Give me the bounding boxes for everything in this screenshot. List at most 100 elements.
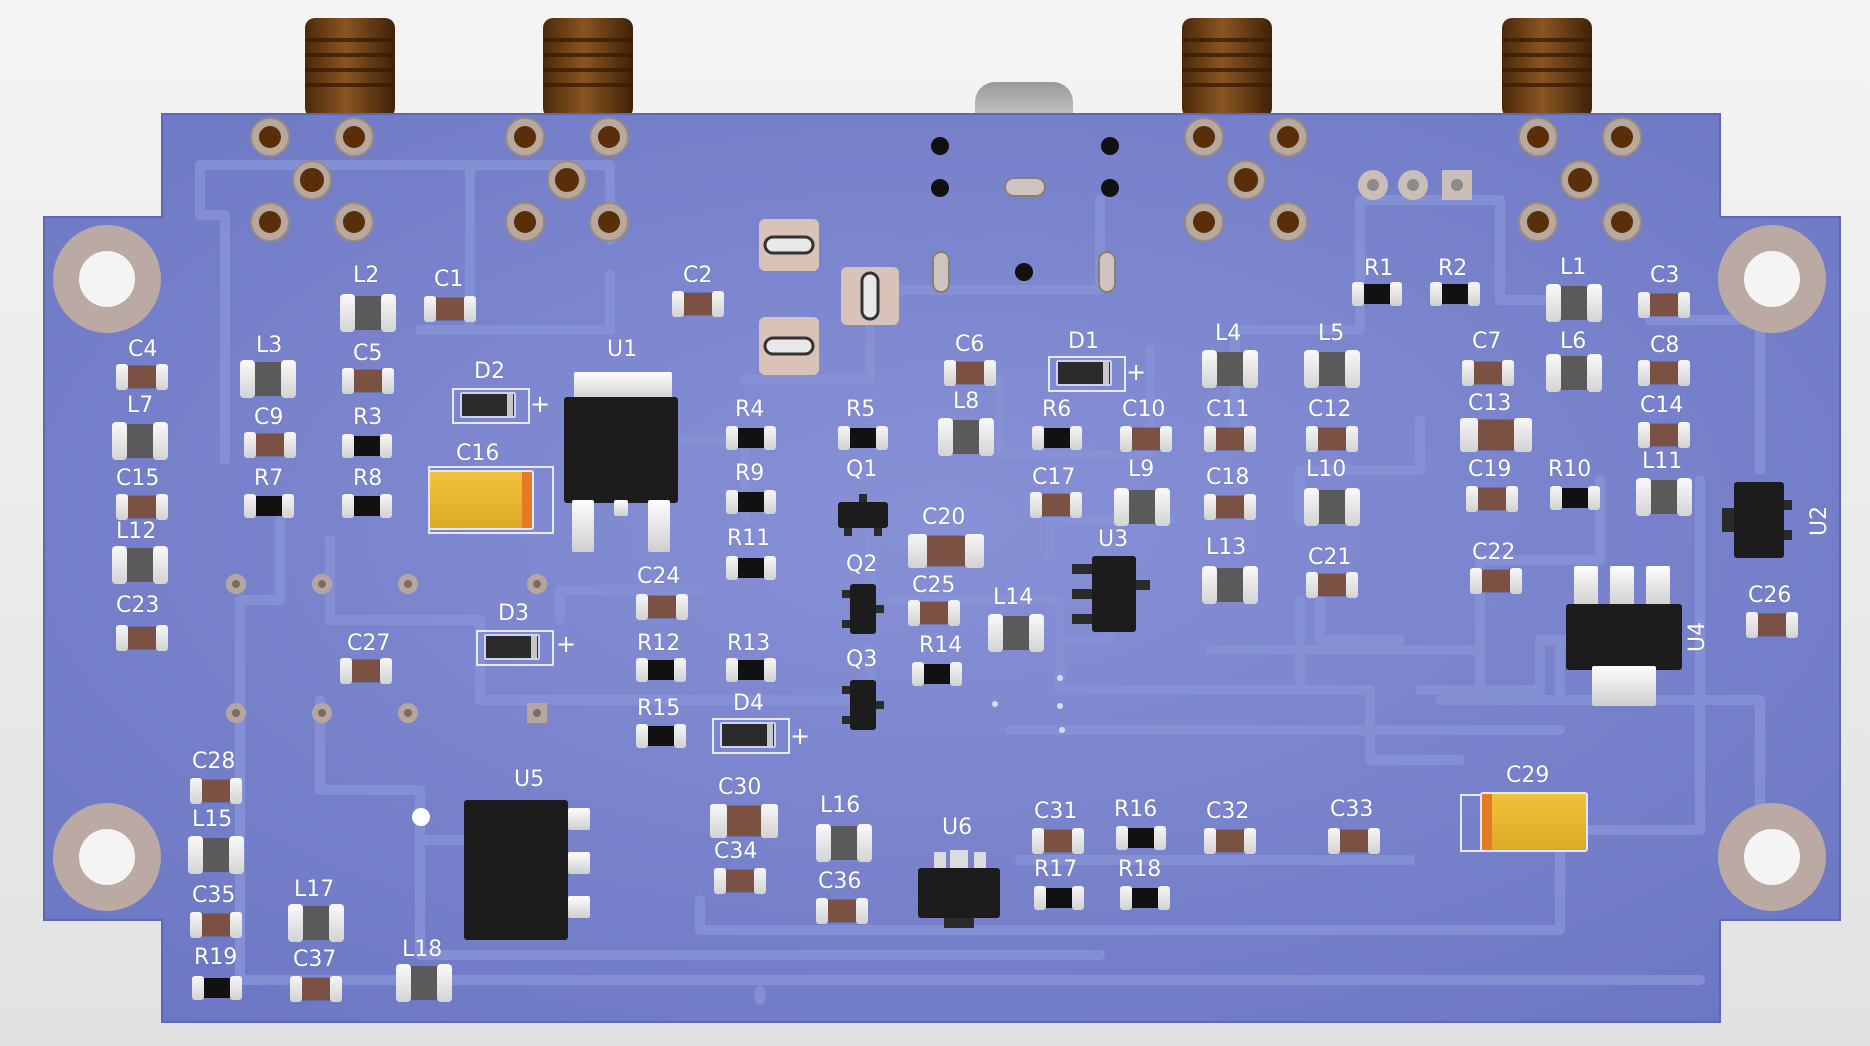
resistor-R14 [912, 662, 962, 686]
usb-footprint [931, 137, 1119, 293]
resistor-R7 [244, 494, 294, 518]
ic-U6-pin1 [934, 852, 946, 870]
capacitor-C27 [340, 658, 392, 684]
inductor-L17 [288, 904, 344, 942]
capacitor-C33 [1328, 828, 1380, 854]
resistor-R16 [1116, 826, 1166, 850]
transistor-Q1 [838, 502, 888, 528]
ic-U5 [464, 800, 568, 940]
capacitor-C20 [908, 534, 984, 568]
pcb-outline [43, 113, 1841, 1023]
capacitor-C19 [1466, 486, 1518, 512]
capacitor-C1 [424, 296, 476, 322]
regulator-U1-tab [574, 372, 672, 400]
diode-D2 [460, 392, 516, 418]
capacitor-C26 [1746, 612, 1798, 638]
ic-U6-tab [944, 918, 974, 928]
capacitor-C12 [1306, 426, 1358, 452]
resistor-R15 [636, 724, 686, 748]
transistor-Q2-pin3 [876, 605, 884, 613]
resistor-R1 [1352, 282, 1402, 306]
polarity-mark-D4: + [790, 722, 811, 750]
capacitor-C36 [816, 898, 868, 924]
transistor-Q1-pin1 [844, 528, 852, 536]
capacitor-C31 [1032, 828, 1084, 854]
capacitor-C25 [908, 600, 960, 626]
resistor-R12 [636, 658, 686, 682]
ldo-U4-tab [1592, 666, 1656, 706]
resistor-R11 [726, 556, 776, 580]
inductor-L12 [112, 546, 168, 584]
capacitor-C6 [944, 360, 996, 386]
capacitor-C14 [1638, 422, 1690, 448]
transistor-Q2 [850, 584, 876, 634]
transistor-Q1-pin3 [859, 494, 867, 502]
transistor-Q1-pin2 [874, 528, 882, 536]
mounting-holes [53, 225, 1826, 911]
capacitor-C7 [1462, 360, 1514, 386]
ic-U3-pin4 [1136, 580, 1150, 590]
ic-U3-pin1 [1072, 564, 1092, 574]
capacitor-C10 [1120, 426, 1172, 452]
polarity-mark-D1: + [1126, 358, 1147, 386]
inductor-L16 [816, 824, 872, 862]
capacitor-C37 [290, 976, 342, 1002]
inductor-L13 [1202, 566, 1258, 604]
capacitor-C18 [1204, 494, 1256, 520]
capacitor-C11 [1204, 426, 1256, 452]
ldo-U4-pin2 [1610, 566, 1634, 606]
capacitor-C5 [342, 368, 394, 394]
inductor-L4 [1202, 350, 1258, 388]
polarity-mark-D2: + [530, 390, 551, 418]
ic-U2-pin1 [1722, 508, 1734, 532]
capacitor-C35 [190, 912, 242, 938]
resistor-R4 [726, 426, 776, 450]
ic-U2-pin2 [1784, 500, 1792, 510]
resistor-R13 [726, 658, 776, 682]
resistor-R8 [342, 494, 392, 518]
inductor-L6 [1546, 354, 1602, 392]
diode-D1-outline [1048, 356, 1126, 392]
capacitor-C17 [1030, 492, 1082, 518]
regulator-U1-pin1 [572, 500, 594, 552]
vias [226, 574, 1065, 826]
ldo-U4 [1566, 604, 1682, 670]
diode-D2-outline [452, 388, 530, 424]
capacitor-C4 [116, 364, 168, 390]
polarity-mark-D3: + [556, 630, 577, 658]
capacitor-C13 [1460, 418, 1532, 452]
resistor-R9 [726, 490, 776, 514]
sma-connector-2 [543, 18, 633, 118]
sma-footprints [250, 117, 1642, 242]
ldo-U4-pin1 [1574, 566, 1598, 606]
resistor-R17 [1034, 886, 1084, 910]
ic-U6 [918, 868, 1000, 918]
capacitor-C34 [714, 868, 766, 894]
ic-U2-pin3 [1784, 530, 1792, 540]
capacitor-C2 [672, 291, 724, 317]
ic-U3-pin2 [1072, 589, 1092, 599]
transistor-Q3-pin3 [876, 701, 884, 709]
capacitor-C15 [116, 494, 168, 520]
ic-U6-pin3 [974, 852, 986, 870]
ic-U3 [1092, 556, 1136, 632]
inductor-L1 [1546, 284, 1602, 322]
ic-U6-pin2 [950, 850, 968, 870]
resistor-R18 [1120, 886, 1170, 910]
sma-connectors [305, 18, 1592, 118]
transistor-Q3-pin2 [842, 716, 850, 724]
header-pins [1358, 170, 1472, 200]
ic-U5-pin1 [568, 808, 590, 830]
regulator-U1-pin3 [648, 500, 670, 552]
transistor-Q3-pin1 [842, 686, 850, 694]
capacitor-C9 [244, 432, 296, 458]
capacitor-C32 [1204, 828, 1256, 854]
resistor-R2 [1430, 282, 1480, 306]
resistor-R6 [1032, 426, 1082, 450]
resistor-R19 [192, 976, 242, 1000]
capacitor-C28 [190, 778, 242, 804]
sma-connector-1 [305, 18, 395, 118]
transistor-Q2-pin2 [842, 620, 850, 628]
capacitor-C22 [1470, 568, 1522, 594]
capacitor-C23 [116, 625, 168, 651]
